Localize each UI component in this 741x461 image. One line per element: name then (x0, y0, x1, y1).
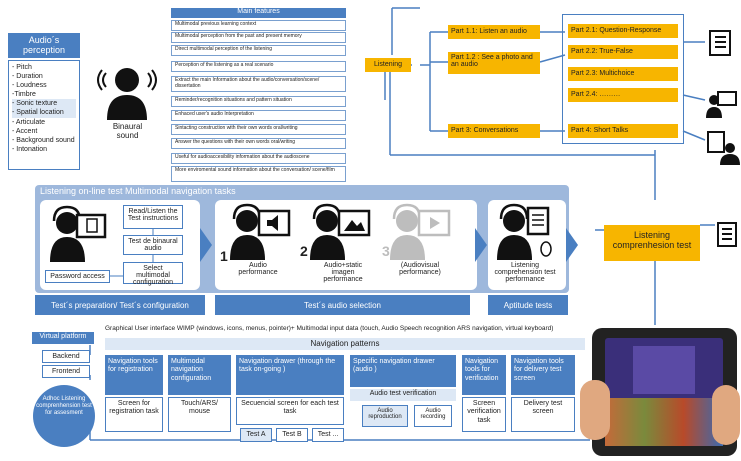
checklist-person-icon (707, 131, 740, 165)
feature-item: Direct multimodal perception of the list… (171, 45, 346, 56)
audio-verification: Audio test verification (350, 389, 456, 401)
navigation-patterns: Navigation patterns (105, 338, 585, 350)
test-b-button[interactable]: Test B (276, 428, 308, 442)
nav-body-drawer[interactable]: Secuencial screen for each test task (236, 397, 344, 425)
feature-item: Answer the questions with their own word… (171, 138, 346, 149)
perception-item: - Spatial location (12, 108, 76, 118)
perception-item: - Accent (12, 127, 38, 135)
perception-item: - Sonic texture (12, 99, 76, 109)
final-test-box[interactable]: Listening comprenhesion test (604, 225, 700, 261)
feature-item: Multimodal previous learning context (171, 20, 346, 31)
performance-label: Audio performance (238, 262, 278, 276)
nav-body-verification[interactable]: Screen verification task (462, 397, 506, 432)
image-performance-icon (310, 203, 371, 260)
nav-head-verification: Navigation tools for verification (462, 355, 506, 395)
tablet-screen[interactable] (605, 338, 723, 446)
comprehension-label: Listening comprehension test performance (494, 262, 556, 283)
adhoc-circle (33, 385, 95, 447)
nav-head-drawer: Navigation drawer (through the task on-g… (236, 355, 344, 395)
part2-item[interactable]: Part 2.1: Question-Response (568, 24, 678, 38)
step-bar-audio: Test´s audio selection (215, 295, 470, 315)
tablet-screen-decor (605, 398, 723, 446)
performance-label: Audio+static imagen performance (323, 262, 363, 283)
feature-item: Perception of the listening as a real sc… (171, 61, 346, 72)
binaural-test-button[interactable]: Test de binaural audio (123, 235, 183, 255)
binaural-head-icon (97, 68, 157, 120)
nav-body-delivery[interactable]: Delivery test screen (511, 397, 575, 432)
tablet-screen-banner (633, 346, 695, 394)
part2-item[interactable]: Part 4: Short Talks (568, 124, 678, 138)
perception-list: - Pitch - Duration - Loudness -Timbre - … (8, 60, 80, 170)
feature-item: More enviromental sound information abou… (171, 166, 346, 182)
select-config-button[interactable]: Select multimodal configuration (123, 262, 183, 286)
perception-item: - Pitch (12, 64, 32, 71)
headset-user-icon (50, 205, 107, 262)
backend-box: Backend (42, 350, 90, 363)
nav-body-config[interactable]: Touch/ARS/ mouse (168, 397, 231, 432)
test-a-button[interactable]: Test A (240, 428, 272, 442)
comprehension-user-icon (497, 203, 552, 260)
perception-title: Audio´s perception (8, 33, 80, 58)
perception-item: - Duration (12, 73, 43, 81)
features-title: Main features (171, 8, 346, 18)
perception-item: -Timbre (12, 91, 36, 99)
users-screen-icon (706, 91, 737, 118)
nav-head-config: Multimodal navigation configuration (168, 355, 231, 395)
feature-item: Sintacting construction with their own w… (171, 124, 346, 135)
nav-body-registration[interactable]: Screen for registration task (105, 397, 163, 432)
audio-reproduction-button[interactable]: Audio reproduction (362, 405, 408, 427)
listening-part[interactable]: Part 3: Conversations (448, 124, 540, 138)
online-title: Listening on-line test Multimodal naviga… (40, 186, 236, 196)
test-more-button[interactable]: Test ... (312, 428, 344, 442)
right-hand (712, 385, 740, 445)
performance-number: 1 (220, 248, 228, 264)
binaural-label: Binaural sound (112, 122, 143, 140)
password-access-button[interactable]: Password access (45, 270, 110, 283)
perception-item: - Intonation (12, 145, 48, 153)
performance-number: 3 (382, 243, 390, 259)
part2-item[interactable]: Part 2.4: ……… (568, 88, 678, 102)
audio-performance-icon (230, 203, 291, 260)
adhoc-label: Adhoc Listening comprenhension test for … (36, 396, 92, 417)
audio-recording-button[interactable]: Audio recording (414, 405, 452, 427)
perception-item: - Articulate (12, 118, 46, 126)
listening-root[interactable]: Listening (365, 58, 411, 72)
nav-head-registration: Navigation tools for registration (105, 355, 163, 395)
perception-item: - Loudness (12, 82, 47, 90)
feature-item: Enhaced user's audio Interpretation (171, 110, 346, 121)
frontend-box: Frontend (42, 365, 90, 378)
nav-head-delivery: Navigation tools for delivery test scree… (511, 355, 575, 395)
performance-number: 2 (300, 243, 308, 259)
nav-head-audio: Specific navigation drawer (audio ) (350, 355, 456, 387)
checklist-icon (717, 222, 737, 247)
left-hand (580, 380, 610, 440)
part2-group-frame (562, 14, 684, 144)
step-bar-aptitude: Aptitude tests (488, 295, 568, 315)
document-icon (709, 30, 731, 56)
part2-item[interactable]: Part 2.3: Multichoice (568, 67, 678, 81)
listening-part[interactable]: Part 1.2 : See a photo and an audio (448, 52, 540, 74)
listening-part[interactable]: Part 1.1: Listen an audio (448, 25, 540, 39)
video-performance-icon (390, 203, 451, 260)
feature-item: Useful for audioaccesibility information… (171, 153, 346, 164)
step-bar-preparation: Test´s preparation/ Test´s configuration (35, 295, 205, 315)
gui-header: Graphical User interface WIMP (windows, … (105, 325, 554, 332)
performance-label: (Audiovisual performance) (399, 262, 441, 276)
perception-item: - Background sound (12, 136, 75, 144)
feature-item: Extract the main Information about the a… (171, 76, 346, 92)
feature-item: Multimodal perception from the past and … (171, 32, 346, 43)
read-instructions-button[interactable]: Read/Listen the Test instructions (123, 205, 183, 229)
feature-item: Reminder/recognition situations and patt… (171, 96, 346, 107)
platform-title: Virtual platform (32, 332, 94, 344)
part2-item[interactable]: Part 2.2: True-False (568, 45, 678, 59)
